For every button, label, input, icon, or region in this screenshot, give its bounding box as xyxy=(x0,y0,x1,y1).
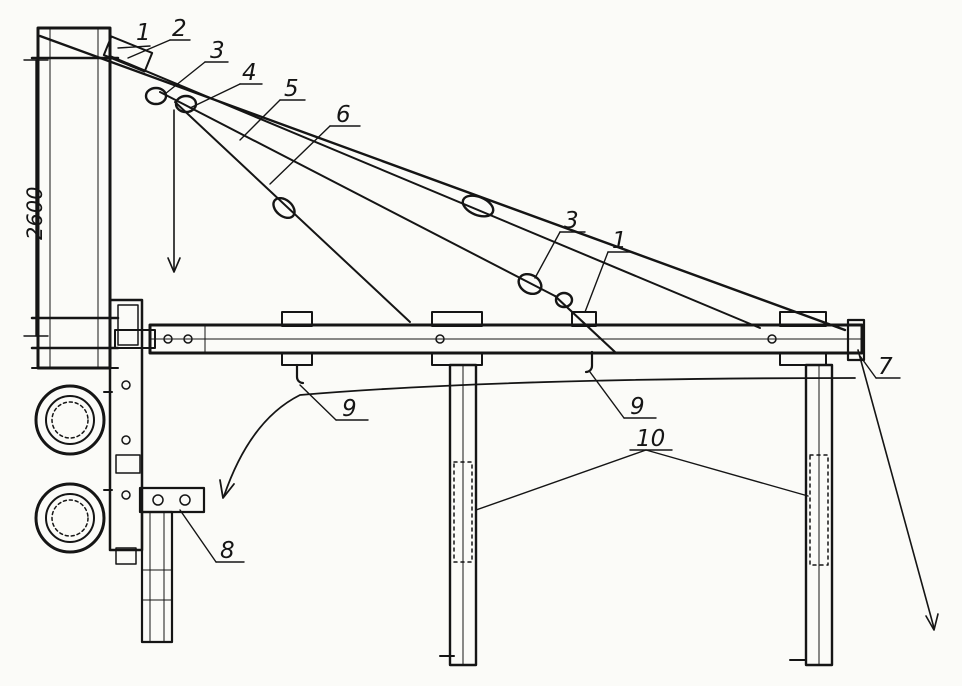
hanger xyxy=(138,486,206,644)
mast-bracket xyxy=(108,298,144,565)
callout-10: 10 xyxy=(636,426,665,452)
callout-3-top: 3 xyxy=(210,38,225,64)
cantilever-beam xyxy=(114,318,866,362)
callout-6: 6 xyxy=(336,102,351,128)
callout-3-mid: 3 xyxy=(564,208,579,234)
droppers xyxy=(439,363,834,667)
direction-arrows xyxy=(167,109,939,631)
callouts: 1 2 3 4 5 6 3 1 7 8 9 9 10 xyxy=(136,16,893,564)
stay-rods xyxy=(38,34,847,354)
insulator-coils xyxy=(34,384,113,554)
dimension-2600: 2600 xyxy=(23,59,49,337)
leader-lines xyxy=(117,39,901,563)
callout-4: 4 xyxy=(242,60,257,86)
callout-9-left: 9 xyxy=(342,396,357,422)
mast xyxy=(30,26,120,370)
callout-7: 7 xyxy=(878,354,893,380)
wire-hooks xyxy=(295,350,594,385)
dimension-label: 2600 xyxy=(23,187,47,240)
callout-8: 8 xyxy=(220,538,235,564)
callout-2: 2 xyxy=(172,16,187,42)
callout-5: 5 xyxy=(284,76,299,102)
callout-9-right: 9 xyxy=(630,394,645,420)
callout-1-top: 1 xyxy=(136,20,151,46)
callout-1-mid: 1 xyxy=(612,228,627,254)
